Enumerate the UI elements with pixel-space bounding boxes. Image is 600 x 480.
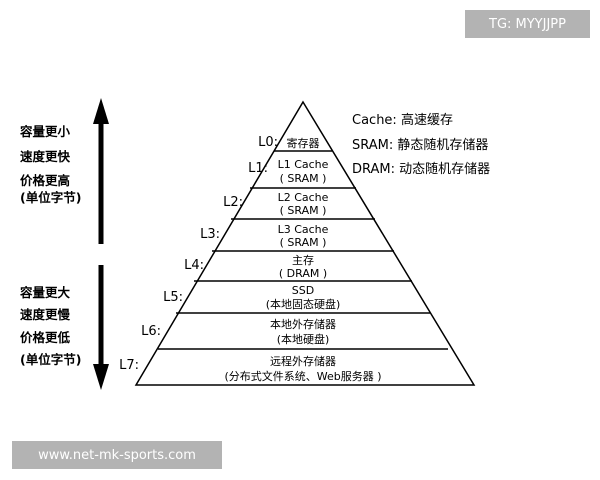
level-label: L0: [258, 135, 278, 150]
arrow-up-icon [93, 98, 109, 244]
top-side-line: (单位字节) [20, 190, 81, 205]
legend-item: SRAM: 静态随机存储器 [352, 138, 488, 153]
bottom-side-line: 容量更大 [19, 285, 71, 300]
arrow-down-icon [93, 265, 109, 390]
bottom-side-line: (单位字节) [20, 352, 81, 367]
level-label: L2: [223, 195, 243, 210]
top-side-line: 速度更快 [20, 149, 71, 164]
level-cell-line: (本地硬盘) [277, 332, 330, 346]
level-label: L5: [163, 290, 183, 305]
level-cell-line: (分布式文件系统、Web服务器 ) [224, 369, 381, 383]
watermark-bottom: www.net-mk-sports.com [12, 441, 222, 469]
level-cell-line: 寄存器 [287, 136, 320, 150]
pyramid-outline [134, 100, 476, 386]
top-side-line: 价格更高 [20, 173, 70, 188]
level-cell-line: ( DRAM ) [279, 267, 327, 280]
level-label: L7: [119, 358, 139, 373]
bottom-side-line: 价格更低 [20, 330, 71, 345]
level-cell-line: (本地固态硬盘) [266, 297, 341, 311]
legend-item: Cache: 高速缓存 [352, 112, 453, 128]
pyramid-separators [158, 150, 448, 350]
watermark-top: TG: MYYJJPP [465, 10, 590, 38]
legend-item: DRAM: 动态随机存储器 [352, 162, 490, 177]
level-cell-line: ( SRAM ) [280, 236, 327, 249]
level-label: L4: [184, 258, 204, 273]
level-cell-line: L2 Cache [278, 191, 329, 204]
level-cell-line: ( SRAM ) [280, 172, 327, 185]
level-cell-line: 远程外存储器 [270, 354, 336, 368]
level-cell-line: SSD [292, 284, 314, 297]
top-side-line: 容量更小 [19, 124, 71, 139]
level-cell-line: L3 Cache [278, 223, 329, 236]
level-cell-line: 主存 [292, 253, 314, 267]
bottom-side-line: 速度更慢 [20, 307, 71, 322]
level-cell-line: ( SRAM ) [280, 204, 327, 217]
level-label: L1: [248, 161, 268, 176]
level-cell-line: L1 Cache [278, 158, 329, 171]
level-label: L6: [141, 324, 161, 339]
level-label: L3: [200, 227, 220, 242]
level-cell-line: 本地外存储器 [270, 317, 336, 331]
